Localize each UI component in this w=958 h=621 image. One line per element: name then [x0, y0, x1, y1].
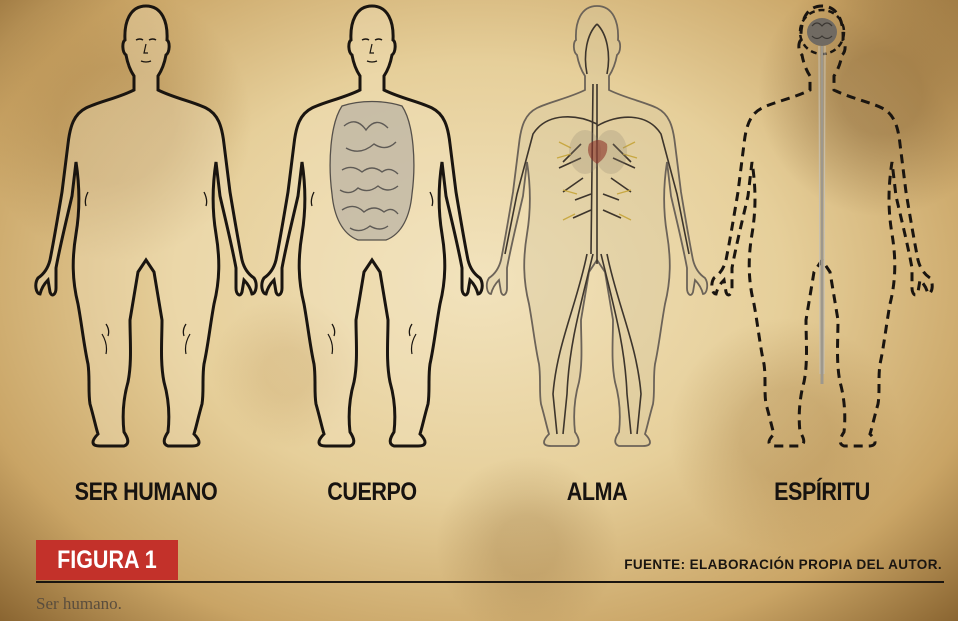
figure-number-text: FIGURA 1 — [57, 546, 157, 575]
label-espiritu: ESPÍRITU — [727, 478, 916, 507]
brain-illustration — [807, 18, 837, 46]
label-alma: ALMA — [502, 478, 691, 507]
label-cuerpo: CUERPO — [277, 478, 466, 507]
label-ser-humano: SER HUMANO — [51, 478, 240, 507]
figure-cuerpo — [262, 6, 482, 446]
figure-espiritu — [712, 6, 932, 446]
figure-ser-humano — [36, 6, 256, 446]
source-credit: FUENTE: ELABORACIÓN PROPIA DEL AUTOR. — [624, 557, 942, 572]
divider-rule — [36, 581, 944, 583]
figure-caption: Ser humano. — [36, 594, 122, 614]
organs-illustration — [330, 102, 414, 241]
figure-alma — [487, 6, 707, 446]
figure-number-badge: FIGURA 1 — [36, 540, 178, 580]
